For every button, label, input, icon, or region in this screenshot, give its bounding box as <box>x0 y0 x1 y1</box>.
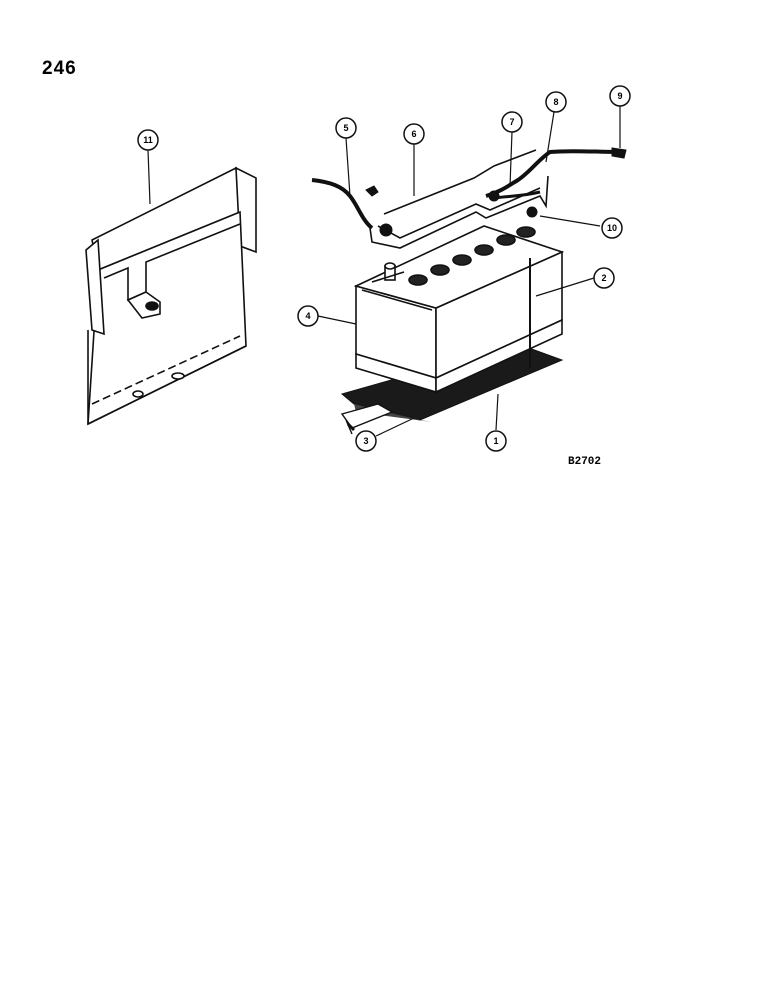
callout-6: 6 <box>403 123 425 145</box>
svg-text:11: 11 <box>143 135 153 145</box>
battery-4 <box>353 225 565 394</box>
svg-text:3: 3 <box>363 436 368 446</box>
positive-cable-7-8-9 <box>485 147 627 218</box>
callout-8: 8 <box>545 91 567 113</box>
callout-11: 11 <box>137 129 159 151</box>
svg-text:1: 1 <box>493 436 498 446</box>
callout-5: 5 <box>335 117 357 139</box>
callout-10: 10 <box>601 217 623 239</box>
callout-3: 3 <box>355 430 377 452</box>
callout-7: 7 <box>501 111 523 133</box>
drawing-code: B2702 <box>568 456 602 468</box>
callout-4: 4 <box>297 305 319 327</box>
battery-tray-3 <box>340 403 394 435</box>
callout-1: 1 <box>485 430 507 452</box>
svg-text:9: 9 <box>617 91 622 101</box>
svg-text:10: 10 <box>607 223 617 233</box>
svg-text:5: 5 <box>343 123 348 133</box>
callout-9: 9 <box>609 85 631 107</box>
svg-text:6: 6 <box>411 129 416 139</box>
svg-text:2: 2 <box>601 273 606 283</box>
ground-cable-5 <box>311 178 393 237</box>
page-number: 246 <box>42 58 77 79</box>
svg-text:4: 4 <box>305 311 310 321</box>
svg-text:8: 8 <box>553 97 558 107</box>
svg-text:7: 7 <box>509 117 514 127</box>
callout-2: 2 <box>593 267 615 289</box>
leader-lines <box>147 106 621 437</box>
hold-down-frame-6 <box>369 149 549 249</box>
battery-shield-11 <box>85 166 257 426</box>
